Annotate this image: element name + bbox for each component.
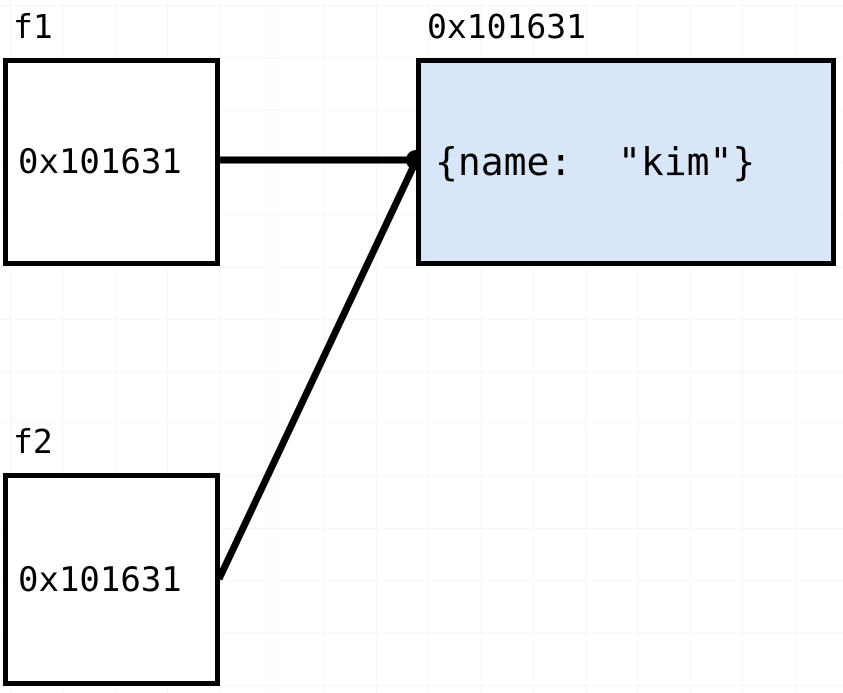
object-value: {name: "kim"} [435,140,756,184]
object-address-label: 0x101631 [427,7,586,46]
variable-label-f2: f2 [13,422,53,461]
object-box[interactable]: {name: "kim"} [416,58,836,266]
variable-box-f2[interactable]: 0x101631 [3,473,220,686]
variable-value-f1: 0x101631 [18,142,182,182]
variable-value-f2: 0x101631 [18,559,182,600]
edge-f2-to-object [215,159,420,581]
variable-label-f1: f1 [13,7,53,46]
variable-box-f1[interactable]: 0x101631 [3,58,220,266]
